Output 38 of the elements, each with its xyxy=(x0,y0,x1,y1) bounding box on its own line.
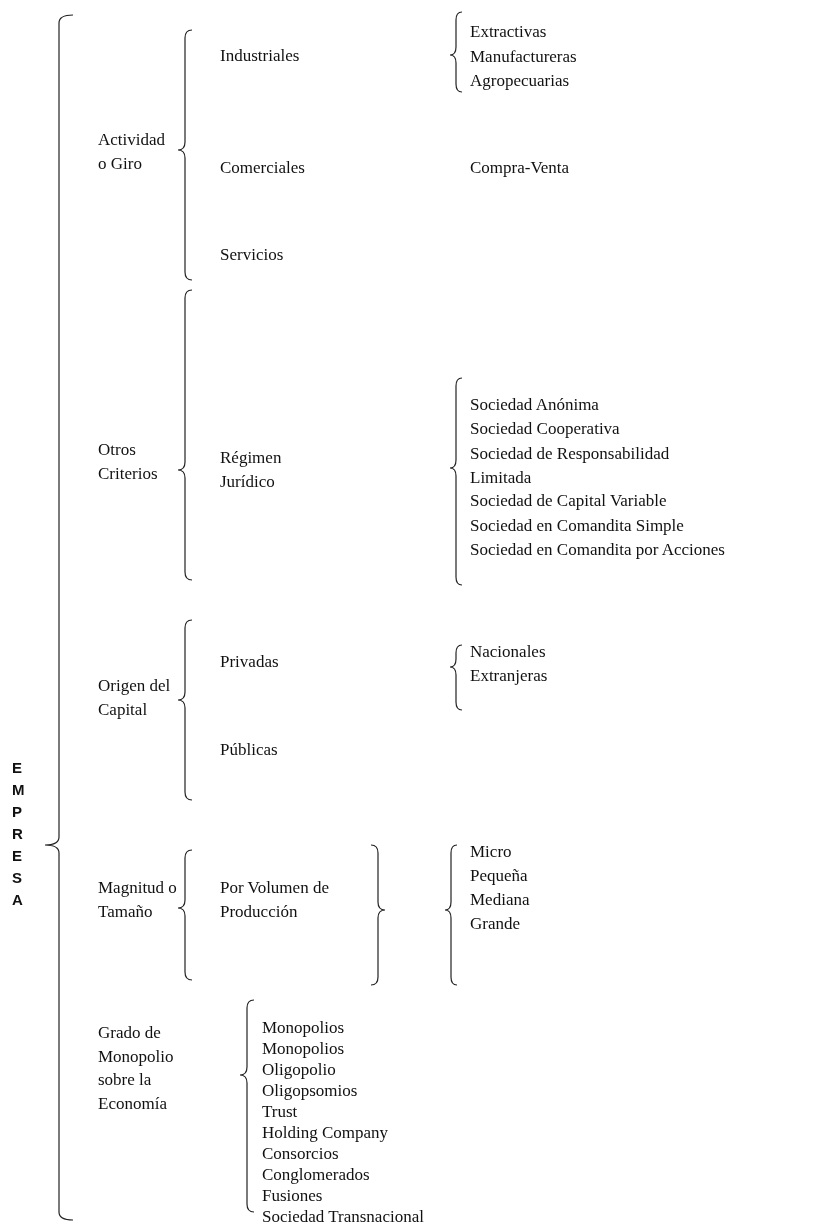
category-label: Consorcios xyxy=(262,1143,340,1165)
category-label: Régimen Jurídico xyxy=(220,447,283,493)
category-label: Actividad o Giro xyxy=(98,129,167,175)
category-label: Servicios xyxy=(220,244,285,266)
category-label: Públicas xyxy=(220,739,279,761)
category-label: Sociedad Cooperativa xyxy=(470,418,621,440)
category-label: Sociedad de Capital Variable xyxy=(470,490,668,512)
category-label: Conglomerados xyxy=(262,1164,371,1186)
category-label: Sociedad en Comandita por Acciones xyxy=(470,539,726,561)
category-label: Extranjeras xyxy=(470,665,549,687)
category-label: Sociedad en Comandita Simple xyxy=(470,515,685,537)
category-label: Fusiones xyxy=(262,1185,324,1207)
category-label: Nacionales xyxy=(470,641,547,663)
category-label: Otros Criterios xyxy=(98,439,159,485)
category-label: Magnitud o Tamaño xyxy=(98,877,178,923)
category-label: Holding Company xyxy=(262,1122,390,1144)
category-label: Privadas xyxy=(220,651,280,673)
category-label: Sociedad Anónima xyxy=(470,394,600,416)
category-label: Origen del Capital xyxy=(98,675,172,721)
category-label: Mediana xyxy=(470,889,531,911)
category-label: Manufactureras xyxy=(470,46,578,68)
category-label: Grande xyxy=(470,913,522,935)
category-label: Monopolios xyxy=(262,1017,346,1039)
category-label: Extractivas xyxy=(470,21,548,43)
category-label: Agropecuarias xyxy=(470,70,571,92)
category-label: Micro xyxy=(470,841,513,863)
category-label: Oligopsomios xyxy=(262,1080,359,1102)
category-label: Industriales xyxy=(220,45,301,67)
category-label: Sociedad de Responsabilidad Limitada xyxy=(470,443,671,489)
category-label: Comerciales xyxy=(220,157,306,179)
category-label: Sociedad Transnacional xyxy=(262,1206,425,1228)
category-label: Monopolios xyxy=(262,1038,346,1060)
category-label: Trust xyxy=(262,1101,299,1123)
category-label: Oligopolio xyxy=(262,1059,337,1081)
category-label: Compra-Venta xyxy=(470,157,571,179)
category-label: Grado de Monopolio sobre la Economía xyxy=(98,1022,175,1115)
category-label: Por Volumen de Producción xyxy=(220,877,330,923)
category-label: Pequeña xyxy=(470,865,529,887)
